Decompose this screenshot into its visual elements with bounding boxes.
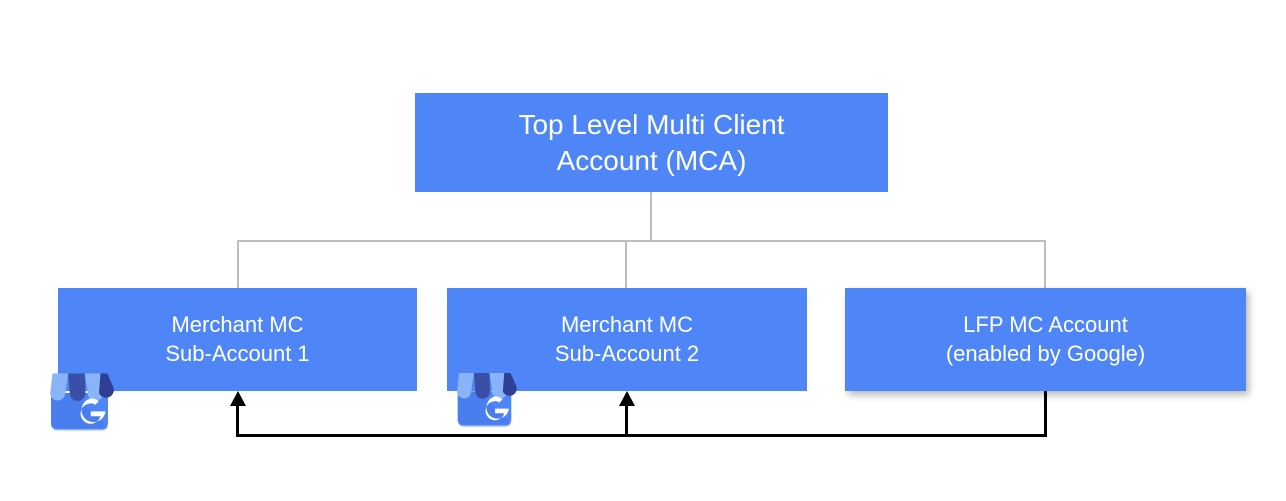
- feedback-line-from-lfp: [1044, 391, 1047, 437]
- connector-drop-to-sub-account-1: [237, 240, 239, 289]
- arrowhead-to-sub-account-2-icon: [619, 391, 635, 406]
- connector-drop-to-lfp-account: [1044, 240, 1046, 289]
- feedback-line-to-sub-account-1: [236, 404, 239, 437]
- node-lfp-mc-account-label: LFP MC Account (enabled by Google): [945, 312, 1146, 366]
- node-top-level-mca[interactable]: Top Level Multi Client Account (MCA): [415, 93, 888, 192]
- connector-horizontal-bus: [237, 240, 1046, 242]
- connector-drop-to-sub-account-2: [625, 240, 627, 289]
- node-merchant-sub-account-1-label: Merchant MC Sub-Account 1: [165, 312, 310, 366]
- node-lfp-mc-account[interactable]: LFP MC Account (enabled by Google): [845, 288, 1246, 391]
- google-my-business-storefront-icon: [50, 373, 114, 431]
- connector-mca-stem: [650, 192, 652, 241]
- feedback-horizontal-bus: [236, 434, 1047, 437]
- node-merchant-sub-account-2-label: Merchant MC Sub-Account 2: [554, 312, 700, 366]
- google-my-business-storefront-icon: [457, 373, 517, 427]
- arrowhead-to-sub-account-1-icon: [230, 391, 246, 406]
- node-merchant-sub-account-1[interactable]: Merchant MC Sub-Account 1: [58, 288, 417, 391]
- feedback-line-to-sub-account-2: [625, 404, 628, 437]
- node-top-level-mca-label: Top Level Multi Client Account (MCA): [518, 108, 785, 176]
